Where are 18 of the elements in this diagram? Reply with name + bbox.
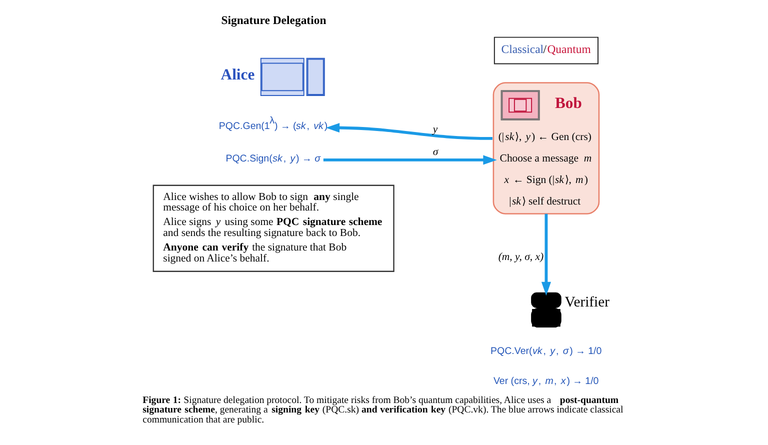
- edge-label: y: [432, 123, 438, 136]
- label: /: [543, 43, 547, 56]
- node-label: Verifier: [564, 294, 610, 311]
- label: PQC.Ver(vk, y, σ) → 1/0: [490, 346, 602, 357]
- node-box: Bob (|sk⟩, y) ← Gen (crs) Choose a message m x ← Sign (|sk⟩, m) |sk⟩ self destruct: [492, 82, 600, 214]
- node-text: PQC.Sign(sk, y) → σ: [226, 153, 321, 164]
- label: Alice: [220, 66, 255, 84]
- arrow: [326, 122, 492, 140]
- diagram-title: Signature Delegation: [221, 14, 326, 28]
- arrow: [323, 155, 497, 165]
- caption: Figure 1: Signature delegation protocol. To mitigate risks from Bob’s quantum capabilities, Alice uses a post-quantum signature scheme, generating a signing key (PQC.sk) and verification key (PQC.vk). The blue arrows indicate classical communication that are public.: [142, 394, 624, 426]
- arrow: [541, 214, 552, 296]
- label: Ver (crs, y, m, x) → 1/0: [493, 376, 599, 388]
- legend-label: Classical: [501, 43, 544, 56]
- node-box: Alice wishes to allow Bob to sign any single message of his choice on her behalf. Alice signs y using some PQC signature scheme and sends the resulting signature back to Bob. Anyone can verify the signature that Bob signed on Alice’s behalf.: [152, 184, 394, 272]
- edge-label: σ: [432, 146, 438, 158]
- legend-label: Quantum: [547, 43, 591, 56]
- edge-label: (m, y, σ, x): [498, 251, 544, 264]
